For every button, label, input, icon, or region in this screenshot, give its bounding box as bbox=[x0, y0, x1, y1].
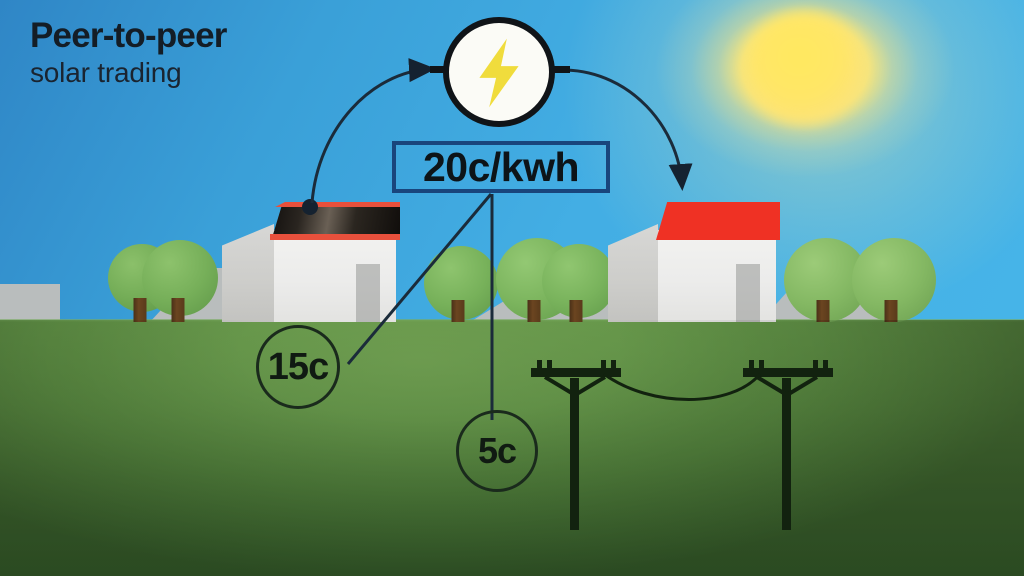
energy-in-arrow bbox=[565, 68, 693, 191]
trade-price-label: 20c/kwh bbox=[422, 143, 580, 190]
sun-icon bbox=[745, 12, 863, 124]
solar-panel-roof bbox=[272, 204, 400, 238]
tree-trunk bbox=[527, 300, 541, 322]
page-title: Peer-to-peer bbox=[30, 16, 227, 55]
background-hill-left bbox=[0, 284, 60, 322]
tree bbox=[142, 240, 224, 322]
tree-trunk bbox=[171, 298, 185, 322]
seller-price-label: 15c bbox=[267, 346, 329, 388]
power-line-wire bbox=[603, 372, 762, 401]
grid-price-label: 5c bbox=[477, 430, 517, 471]
energy-out-arrow bbox=[310, 58, 436, 204]
seller-price-leader-line bbox=[346, 193, 493, 365]
house-door bbox=[736, 264, 760, 322]
tree-trunk bbox=[133, 298, 147, 322]
tree-trunk bbox=[816, 300, 830, 322]
buyer-house bbox=[608, 198, 780, 322]
energy-source-dot bbox=[302, 199, 318, 215]
house-door bbox=[356, 264, 380, 322]
title-block: Peer-to-peer solar trading bbox=[30, 16, 227, 89]
roof-trim-bottom bbox=[270, 234, 400, 240]
tree-trunk bbox=[451, 300, 465, 322]
tree-trunk bbox=[884, 300, 898, 322]
hub-connector-right bbox=[554, 66, 570, 73]
roof-trim-top bbox=[275, 202, 400, 207]
trade-price-box: 20c/kwh bbox=[392, 141, 610, 193]
horizon-line bbox=[0, 319, 1024, 322]
seller-price-bubble: 15c bbox=[256, 325, 340, 409]
tree-trunk bbox=[569, 300, 583, 322]
lightning-bolt-icon bbox=[479, 38, 519, 108]
tree bbox=[852, 238, 942, 322]
grid-price-bubble: 5c bbox=[456, 410, 538, 492]
tree bbox=[542, 244, 622, 322]
solar-seller-house bbox=[222, 198, 402, 322]
trading-hub bbox=[443, 17, 555, 127]
hub-connector-left bbox=[430, 66, 446, 73]
tiled-roof bbox=[656, 202, 780, 240]
power-pole bbox=[531, 360, 621, 530]
page-subtitle: solar trading bbox=[30, 56, 182, 88]
power-pole bbox=[743, 360, 833, 530]
